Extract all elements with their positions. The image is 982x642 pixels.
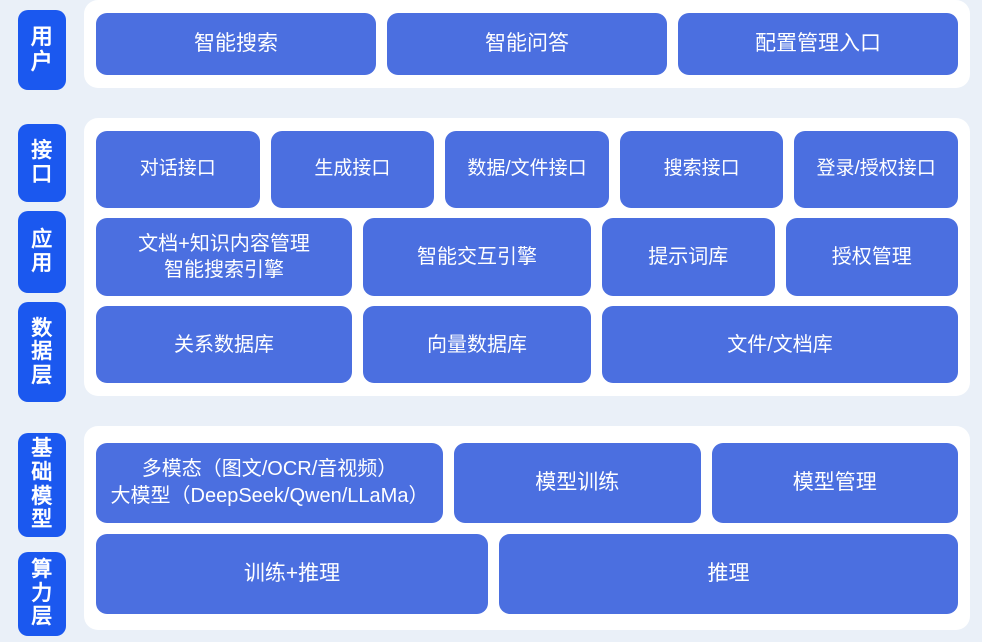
box-config-management-entry[interactable]: 配置管理入口: [678, 13, 958, 75]
box-authorization-management[interactable]: 授权管理: [785, 217, 958, 297]
layer-tag-application: 应 用: [18, 210, 66, 293]
layer-tag-user: 用 户: [18, 10, 66, 90]
box-intelligent-interaction-engine[interactable]: 智能交互引擎: [363, 217, 591, 297]
spacer-middle-bottom: [0, 408, 982, 426]
layer-group-user: 用 户 智能搜索 智能问答 配置管理入口: [0, 0, 982, 100]
box-intelligent-search[interactable]: 智能搜索: [96, 13, 376, 75]
box-data-file-api[interactable]: 数据/文件接口: [445, 131, 609, 208]
box-vector-database[interactable]: 向量数据库: [363, 306, 591, 383]
box-model-training[interactable]: 模型训练: [454, 442, 701, 523]
layer-group-bottom: 基 础 模 型 算 力 层 多模态（图文/OCR/音视频） 大模型（DeepSe…: [0, 426, 982, 642]
box-prompt-library[interactable]: 提示词库: [602, 217, 775, 297]
layer-tag-data: 数 据 层: [18, 302, 66, 403]
tag-column-middle: 接 口 应 用 数 据 层: [0, 118, 84, 408]
box-model-management[interactable]: 模型管理: [711, 442, 958, 523]
box-login-auth-api[interactable]: 登录/授权接口: [794, 131, 958, 208]
box-file-document-store[interactable]: 文件/文档库: [602, 306, 958, 383]
row-compute: 训练+推理 推理: [96, 533, 958, 614]
box-relational-database[interactable]: 关系数据库: [96, 306, 352, 383]
box-intelligent-qa[interactable]: 智能问答: [387, 13, 667, 75]
tag-column-bottom: 基 础 模 型 算 力 层: [0, 426, 84, 642]
layer-group-middle: 接 口 应 用 数 据 层 对话接口 生成接口 数据/文件接口 搜索接口 登录/…: [0, 118, 982, 408]
box-generation-api[interactable]: 生成接口: [270, 131, 435, 208]
box-search-api[interactable]: 搜索接口: [619, 131, 784, 208]
panel-middle: 对话接口 生成接口 数据/文件接口 搜索接口 登录/授权接口 文档+知识内容管理…: [84, 118, 970, 396]
layer-tag-foundation-model: 基 础 模 型: [18, 432, 66, 537]
tag-column-user: 用 户: [0, 0, 84, 100]
row-user-entries: 智能搜索 智能问答 配置管理入口: [96, 13, 958, 75]
box-document-knowledge-management[interactable]: 文档+知识内容管理 智能搜索引擎: [96, 217, 352, 297]
spacer-user-middle: [0, 100, 982, 118]
panel-bottom: 多模态（图文/OCR/音视频） 大模型（DeepSeek/Qwen/LLaMa）…: [84, 426, 970, 630]
row-interface: 对话接口 生成接口 数据/文件接口 搜索接口 登录/授权接口: [96, 131, 958, 208]
row-foundation-model: 多模态（图文/OCR/音视频） 大模型（DeepSeek/Qwen/LLaMa）…: [96, 442, 958, 523]
row-application: 文档+知识内容管理 智能搜索引擎 智能交互引擎 提示词库 授权管理: [96, 217, 958, 297]
panel-user: 智能搜索 智能问答 配置管理入口: [84, 0, 970, 88]
row-data: 关系数据库 向量数据库 文件/文档库: [96, 306, 958, 383]
box-dialog-api[interactable]: 对话接口: [96, 131, 260, 208]
layer-tag-compute: 算 力 层: [18, 551, 66, 636]
layer-tag-interface: 接 口: [18, 123, 66, 202]
box-inference[interactable]: 推理: [499, 533, 958, 614]
box-multimodal-large-model[interactable]: 多模态（图文/OCR/音视频） 大模型（DeepSeek/Qwen/LLaMa）: [96, 442, 443, 523]
box-training-plus-inference[interactable]: 训练+推理: [96, 533, 488, 614]
